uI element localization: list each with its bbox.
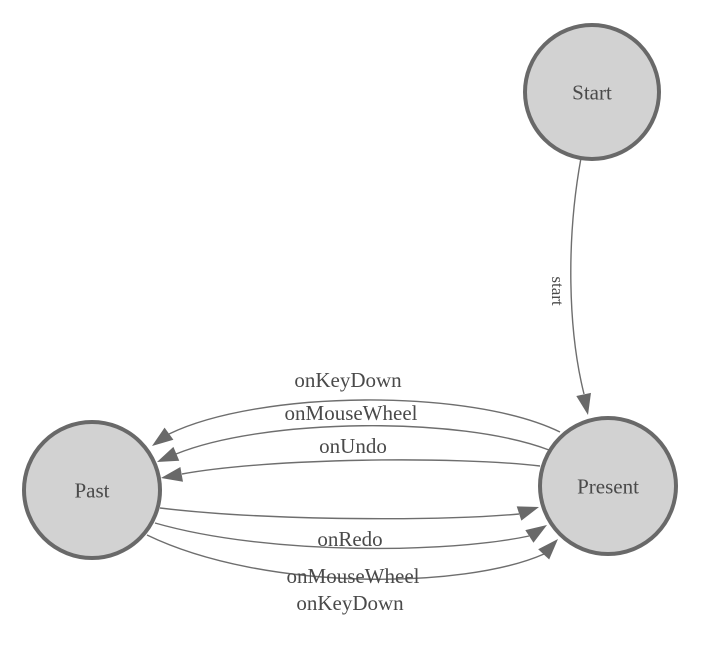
arrowhead-into-present-2 (525, 525, 547, 543)
edge-present-to-past-onmousewheel (175, 425, 550, 455)
arrowhead-into-past-1 (152, 427, 174, 446)
edge-label-group: start onKeyDown onMouseWheel onUndo onRe… (285, 276, 568, 615)
arrowhead-group (152, 392, 591, 560)
edge-label-onredo: onRedo (317, 527, 382, 551)
edge-label-onmousewheel-bottom: onMouseWheel (287, 564, 420, 588)
edge-past-to-present-onredo (159, 507, 520, 520)
edge-label-onkeydown-bottom: onKeyDown (296, 591, 404, 615)
present-node-circle (538, 416, 678, 556)
edge-label-onkeydown-top: onKeyDown (294, 368, 402, 392)
arrowhead-start-edge (576, 392, 591, 415)
arrowhead-into-past-3 (161, 466, 183, 482)
past-node-label: Past (74, 478, 109, 502)
edge-start-to-present (570, 157, 585, 395)
state-node-start: Start (523, 23, 661, 161)
edge-present-to-past-onkeydown (168, 399, 561, 435)
edge-label-onundo: onUndo (319, 434, 387, 458)
state-node-past: Past (22, 420, 162, 560)
present-node-label: Present (577, 474, 639, 498)
arrowhead-into-present-3 (538, 539, 558, 560)
past-node-circle (22, 420, 162, 560)
edge-group (146, 157, 585, 580)
arrowhead-into-present-1 (516, 506, 539, 521)
start-node-circle (523, 23, 661, 161)
edge-past-to-present-onkeydown (146, 534, 545, 580)
edge-present-to-past-onundo (181, 459, 541, 475)
edge-past-to-present-onmousewheel (154, 522, 530, 550)
edge-label-start: start (548, 276, 567, 306)
edge-label-onmousewheel-top: onMouseWheel (285, 401, 418, 425)
arrowhead-into-past-2 (157, 446, 180, 462)
state-node-present: Present (538, 416, 678, 556)
start-node-label: Start (572, 80, 612, 104)
